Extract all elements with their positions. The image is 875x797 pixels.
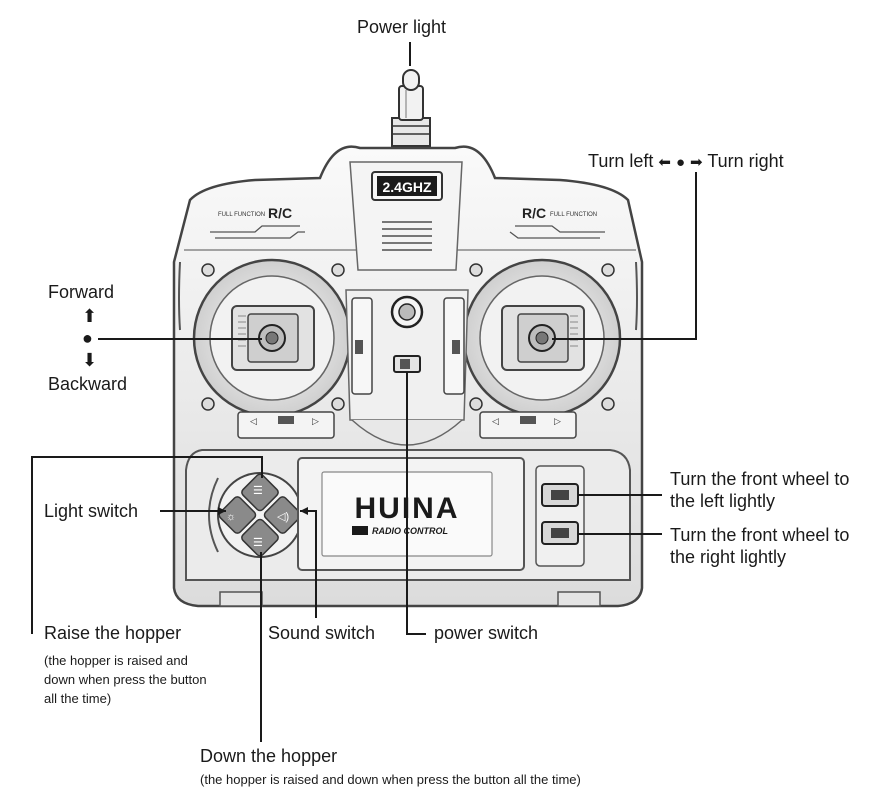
down-arrow-icon: ⬇ — [82, 350, 98, 370]
label-turn-right: Turn right — [707, 151, 784, 171]
label-raise-hopper: Raise the hopper — [44, 623, 182, 643]
label-turn-left: Turn left — [588, 151, 654, 171]
antenna — [391, 69, 431, 147]
right-arrow-icon: ➡ — [690, 154, 703, 171]
left-arrow-icon: ⬅ — [658, 154, 671, 171]
svg-text:☰: ☰ — [253, 537, 263, 549]
front-wheel-right-line-1: Turn the front wheel to — [670, 525, 850, 545]
svg-text:◁: ◁ — [492, 416, 499, 426]
callout-turn — [552, 172, 697, 340]
rc-label-right: R/C — [522, 205, 546, 221]
label-power-light: Power light — [357, 17, 447, 37]
raise-hopper-note-line-2: down when press the button — [44, 672, 207, 687]
rc-label-left: R/C — [268, 205, 292, 221]
callout-arrowheads — [218, 507, 308, 515]
dot-icon: ● — [675, 154, 686, 171]
callout-lines — [31, 42, 697, 742]
label-sound-switch: Sound switch — [268, 623, 376, 643]
raise-hopper-note-line-1: (the hopper is raised and — [44, 653, 188, 668]
brand-panel: HUINA RADIO CONTROL — [297, 457, 525, 571]
label-light-switch: Light switch — [44, 501, 139, 521]
brand-sub: RADIO CONTROL — [372, 526, 448, 536]
svg-text:☼: ☼ — [226, 511, 236, 523]
label-backward: Backward — [48, 374, 128, 394]
rc-sub-right: FULL FUNCTION — [550, 212, 597, 218]
down-hopper-button — [241, 518, 279, 557]
front-wheel-right-line-2: the right lightly — [670, 547, 787, 567]
left-stick-gimbal — [192, 258, 352, 418]
right-screws — [469, 263, 615, 411]
frequency-label: 2.4GHZ — [382, 179, 431, 195]
left-horizontal-trim: ◁ ▷ — [237, 411, 335, 439]
svg-text:◁: ◁ — [250, 416, 257, 426]
raise-hopper-note: (the hopper is raised and down when pres… — [44, 651, 207, 708]
right-horizontal-trim: ◁ ▷ — [479, 411, 577, 439]
left-screws — [201, 263, 345, 411]
svg-text:▷: ▷ — [312, 416, 319, 426]
front-wheel-left-line-1: Turn the front wheel to — [670, 469, 850, 489]
function-dpad: ☰ ◁) ☼ ☰ — [208, 472, 303, 558]
light-button — [218, 496, 257, 534]
dot-icon: ● — [82, 328, 93, 348]
front-wheel-left-line-2: the left lightly — [670, 491, 776, 511]
right-stick-gimbal — [462, 258, 622, 418]
down-hopper-note: (the hopper is raised and down when pres… — [200, 772, 581, 787]
label-forward: Forward — [48, 282, 115, 302]
front-wheel-buttons — [535, 465, 585, 567]
rc-label-left-group: FULL FUNCTION R/C — [210, 205, 305, 239]
raise-hopper-note-line-3: all the time) — [44, 691, 112, 706]
label-power-switch: power switch — [434, 623, 539, 643]
label-front-wheel-right: Turn the front wheel to the right lightl… — [670, 524, 849, 568]
turn-control-label: Turn left ⬅ ● ➡ Turn right — [588, 151, 784, 173]
callout-power-switch — [406, 372, 426, 635]
up-arrow-icon: ⬆ — [82, 306, 98, 326]
callout-raise-hopper — [31, 456, 263, 634]
svg-text:☰: ☰ — [253, 485, 263, 497]
label-front-wheel-left: Turn the front wheel to the left lightly — [670, 468, 849, 512]
raise-hopper-button — [241, 473, 279, 512]
frequency-badge: 2.4GHZ — [371, 171, 443, 251]
label-down-hopper: Down the hopper — [200, 746, 338, 766]
svg-text:◁): ◁) — [277, 511, 289, 523]
rc-sub-left: FULL FUNCTION — [218, 212, 265, 218]
sound-button — [263, 496, 302, 534]
svg-text:▷: ▷ — [554, 416, 561, 426]
rc-label-right-group: R/C FULL FUNCTION — [509, 205, 605, 239]
